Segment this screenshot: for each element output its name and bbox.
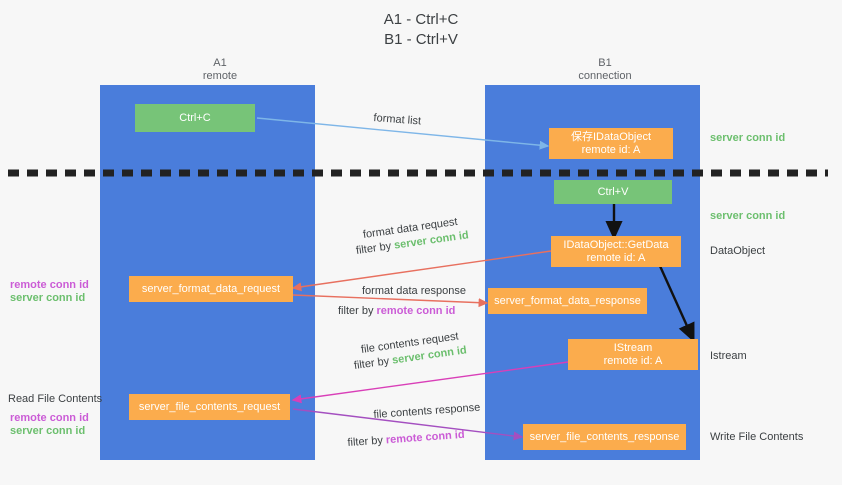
box-server-format-data-response[interactable]: server_format_data_response <box>488 288 647 314</box>
annotation-remote-conn-id-mid: remote conn id <box>10 279 89 291</box>
label-file-contents-response: file contents response <box>373 401 481 422</box>
label-format-data-response-filter: filter by remote conn id <box>338 305 455 318</box>
annotation-server-conn-id-mid: server conn id <box>10 292 86 304</box>
box-server-file-contents-request[interactable]: server_file_contents_request <box>129 394 290 420</box>
filter-prefix: filter by <box>347 434 387 450</box>
box-ctrl-v[interactable]: Ctrl+V <box>554 180 672 204</box>
filter-prefix: filter by <box>353 354 394 373</box>
box-server-file-contents-response[interactable]: server_file_contents_response <box>523 424 686 450</box>
annotation-istream: Istream <box>710 350 747 362</box>
box-idataobject-getdata[interactable]: IDataObject::GetData remote id: A <box>551 236 681 267</box>
label-file-contents-response-filter: filter by remote conn id <box>347 429 465 450</box>
filter-value-remote-conn-id: remote conn id <box>376 305 456 317</box>
annotation-write-file-contents: Write File Contents <box>710 431 804 443</box>
annotation-remote-conn-id-bottom: remote conn id <box>10 412 89 424</box>
annotation-dataobject: DataObject <box>710 245 766 257</box>
annotation-read-file-contents: Read File Contents <box>8 393 103 405</box>
column-header-b1: B1 connection <box>578 57 632 82</box>
box-save-idataobject[interactable]: 保存IDataObject remote id: A <box>549 128 673 159</box>
label-format-data-response: format data response <box>362 285 466 297</box>
label-format-list: format list <box>373 112 422 128</box>
filter-prefix: filter by <box>338 305 377 317</box>
filter-prefix: filter by <box>355 239 396 258</box>
box-server-format-data-request[interactable]: server_format_data_request <box>129 276 293 302</box>
column-header-a1: A1 remote <box>202 57 238 82</box>
annotation-server-conn-id-bottom: server conn id <box>10 425 86 437</box>
box-istream[interactable]: IStream remote id: A <box>568 339 698 370</box>
box-ctrl-c[interactable]: Ctrl+C <box>135 104 255 132</box>
page-title: A1 - Ctrl+C B1 - Ctrl+V <box>383 11 459 48</box>
annotation-server-conn-id-top: server conn id <box>710 132 786 144</box>
annotation-server-conn-id-second: server conn id <box>710 210 786 222</box>
filter-value-remote-conn-id: remote conn id <box>385 428 466 447</box>
